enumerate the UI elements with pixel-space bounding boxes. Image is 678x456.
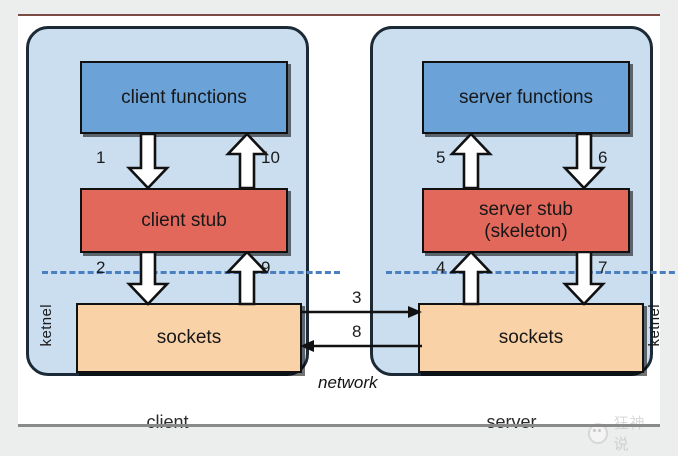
server-caption: server [486, 412, 537, 432]
server-stub-label-line2: (skeleton) [484, 220, 568, 242]
step-label-3: 3 [352, 288, 362, 307]
client-functions-label: client functions [121, 86, 247, 108]
arrow-server-step5-up-icon [446, 134, 496, 190]
server-stub-label: server stub (skeleton) [479, 199, 573, 242]
network-label: network [318, 373, 378, 392]
step-label-8: 8 [352, 322, 362, 341]
bottom-rule [18, 424, 660, 427]
watermark-text: 狂神说 [613, 414, 646, 453]
step-label-5: 5 [436, 148, 446, 167]
server-stub-label-line1: server stub [479, 199, 573, 221]
client-functions-box: client functions [80, 61, 288, 134]
arrow-client-step9-up-icon [222, 252, 272, 306]
arrow-client-step2-down-icon [123, 252, 173, 306]
client-caption: client [146, 412, 189, 432]
server-kernel-label: ketnel [646, 304, 663, 347]
client-kernel-boundary-line [42, 271, 340, 274]
arrow-server-step4-up-icon [446, 252, 496, 306]
client-sockets-label: sockets [156, 327, 222, 349]
arrow-server-step7-down-icon [559, 252, 609, 306]
step-label-10: 10 [261, 148, 280, 167]
step-label-9: 9 [261, 258, 271, 277]
server-kernel-boundary-line [386, 271, 678, 274]
server-sockets-label: sockets [498, 327, 564, 349]
step-label-7: 7 [598, 258, 608, 277]
step-label-4: 4 [436, 258, 446, 277]
client-sockets-box: sockets [76, 303, 302, 373]
step-label-6: 6 [598, 148, 608, 167]
client-stub-box: client stub [80, 188, 288, 253]
arrow-server-step6-down-icon [559, 134, 609, 190]
server-functions-label: server functions [458, 86, 594, 108]
server-stub-box: server stub (skeleton) [422, 188, 630, 253]
client-stub-label: client stub [141, 209, 227, 231]
diagram-canvas: client functions client stub sockets 1 1… [18, 14, 678, 453]
network-links [300, 278, 422, 390]
watermark-logo-icon [588, 422, 609, 444]
server-sockets-box: sockets [418, 303, 644, 373]
watermark: 狂神说 [588, 412, 660, 454]
arrow-client-step10-up-icon [222, 134, 272, 190]
server-functions-box: server functions [422, 61, 630, 134]
arrow-client-step1-down-icon [123, 134, 173, 190]
client-kernel-label: ketnel [38, 304, 55, 347]
step-label-2: 2 [96, 258, 106, 277]
step-label-1: 1 [96, 148, 106, 167]
